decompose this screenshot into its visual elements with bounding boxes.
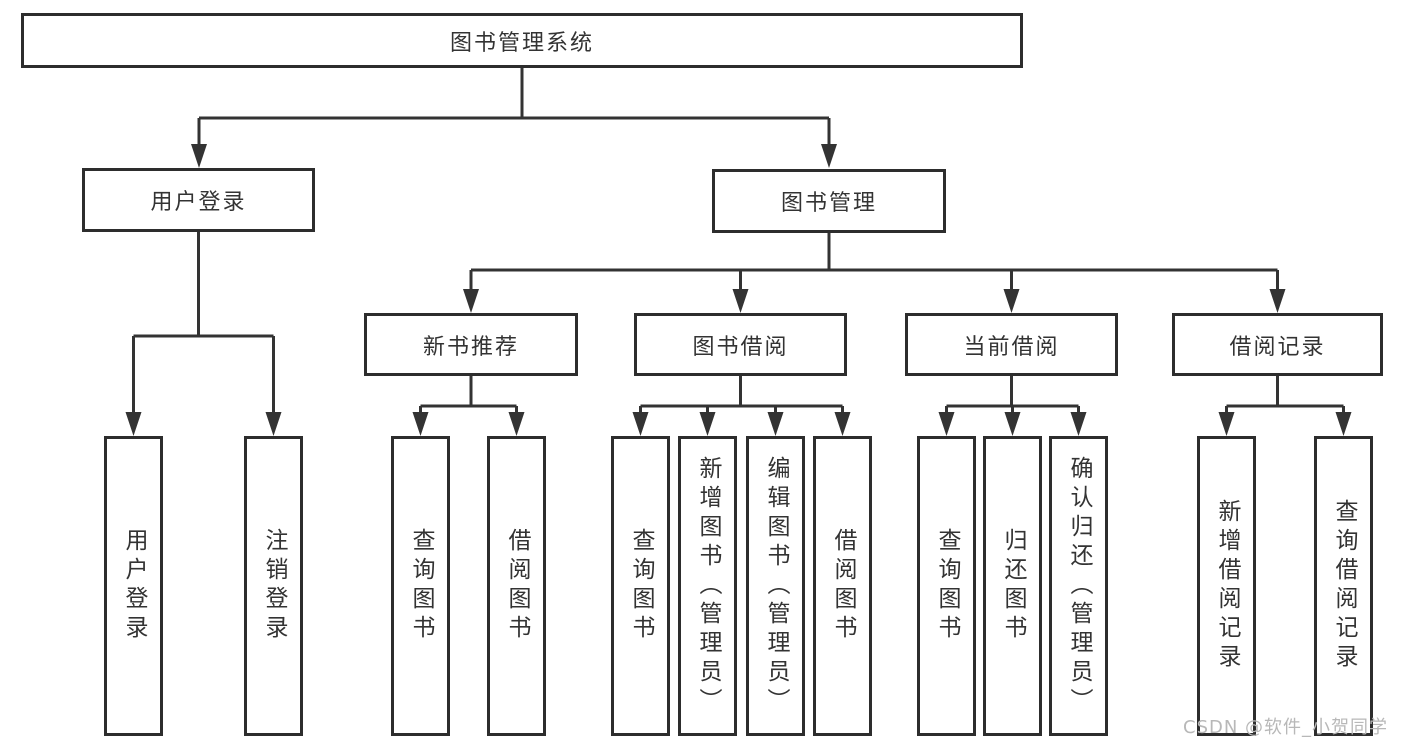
node-leaf-confirm-return-admin: 确认归还（管理员） [1049, 436, 1108, 736]
node-library-management-system: 图书管理系统 [21, 13, 1023, 68]
node-label: 用户登录 [150, 190, 247, 215]
arrow-down-icon [732, 289, 749, 313]
node-label: 确认归还（管理员） [1066, 455, 1092, 717]
node-leaf-logout: 注销登录 [244, 436, 303, 736]
arrow-down-icon [1335, 412, 1352, 436]
node-book-management: 图书管理 [712, 169, 946, 233]
node-new-book-recommend: 新书推荐 [364, 313, 578, 376]
arrow-down-icon [1269, 289, 1286, 313]
node-label: 新增借阅记录 [1214, 499, 1240, 673]
node-leaf-add-book-admin: 新增图书（管理员） [678, 436, 737, 736]
connector-user-login-children [125, 232, 282, 436]
arrow-down-icon [821, 144, 837, 168]
node-label: 借阅记录 [1229, 334, 1326, 360]
arrow-down-icon [125, 412, 142, 436]
node-leaf-edit-book-admin: 编辑图书（管理员） [746, 436, 805, 736]
arrow-down-icon [1070, 412, 1087, 436]
node-label: 当前借阅 [963, 334, 1060, 360]
node-label: 新增图书（管理员） [695, 455, 721, 717]
node-label: 用户登录 [121, 528, 147, 644]
node-label: 归还图书 [1000, 528, 1026, 644]
node-leaf-add-borrow-record: 新增借阅记录 [1197, 436, 1256, 736]
node-label: 查询图书 [628, 528, 654, 644]
arrow-down-icon [632, 412, 649, 436]
node-leaf-query-books-current: 查询图书 [917, 436, 976, 736]
connector-current-borrow-children [938, 376, 1087, 436]
node-leaf-query-books-borrow: 查询图书 [611, 436, 670, 736]
node-label: 图书管理系统 [449, 30, 594, 56]
arrow-down-icon [1003, 289, 1020, 313]
node-leaf-user-login: 用户登录 [104, 436, 163, 736]
node-label: 查询图书 [934, 528, 960, 644]
node-label: 查询图书 [408, 528, 434, 644]
arrow-down-icon [191, 144, 207, 168]
node-current-borrow: 当前借阅 [905, 313, 1118, 376]
connector-borrow-record-children [1218, 376, 1352, 436]
node-leaf-return-book: 归还图书 [983, 436, 1042, 736]
connector-root-to-level2 [191, 68, 837, 168]
node-label: 借阅图书 [830, 528, 856, 644]
node-label: 注销登录 [261, 528, 287, 644]
arrow-down-icon [265, 412, 282, 436]
node-label: 查询借阅记录 [1331, 499, 1357, 673]
arrow-down-icon [508, 412, 525, 436]
connector-new-book-children [412, 376, 525, 436]
arrow-down-icon [463, 289, 479, 313]
node-user-login: 用户登录 [82, 168, 315, 232]
arrow-down-icon [1218, 412, 1235, 436]
node-label: 编辑图书（管理员） [763, 455, 789, 717]
node-leaf-borrow-books: 借阅图书 [813, 436, 872, 736]
connector-book-mgmt-to-level3 [463, 233, 1286, 313]
node-borrow-record: 借阅记录 [1172, 313, 1383, 376]
node-label: 图书管理 [780, 191, 877, 216]
node-leaf-query-books-recommend: 查询图书 [391, 436, 450, 736]
node-label: 借阅图书 [504, 528, 530, 644]
arrow-down-icon [412, 412, 429, 436]
arrow-down-icon [938, 412, 955, 436]
node-leaf-borrow-books-recommend: 借阅图书 [487, 436, 546, 736]
node-label: 新书推荐 [422, 334, 519, 360]
node-label: 图书借阅 [692, 334, 789, 360]
arrow-down-icon [834, 412, 851, 436]
arrow-down-icon [767, 412, 784, 436]
csdn-watermark: CSDN @软件_小贺同学 [1183, 717, 1389, 738]
arrow-down-icon [699, 412, 716, 436]
arrow-down-icon [1004, 412, 1021, 436]
connector-book-borrow-children [632, 376, 851, 436]
node-leaf-query-borrow-record: 查询借阅记录 [1314, 436, 1373, 736]
node-book-borrow: 图书借阅 [634, 313, 847, 376]
